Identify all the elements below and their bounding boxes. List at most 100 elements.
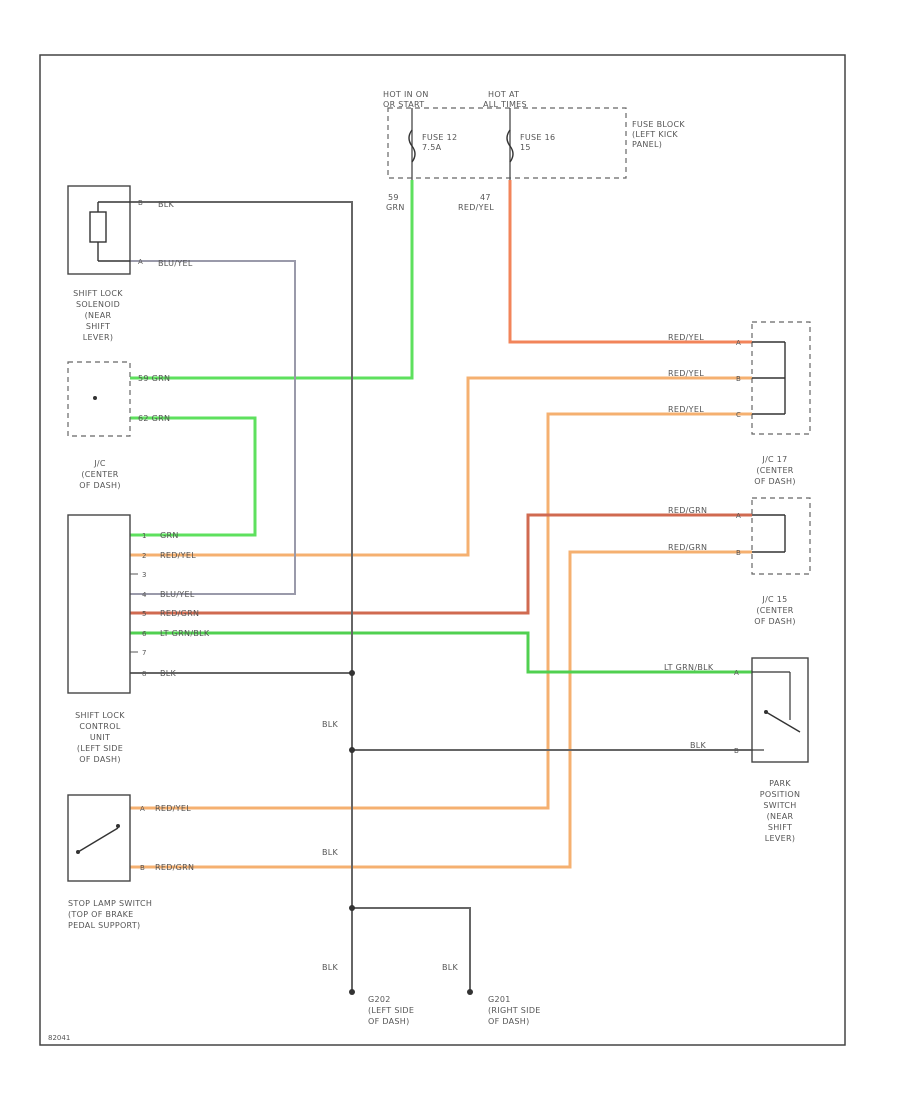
park-wire-a-label: LT GRN/BLK: [664, 663, 714, 672]
diagram-frame: [39, 54, 846, 1046]
park-switch-contact-icon: [764, 710, 768, 714]
cu-pin-6: 6: [142, 630, 147, 638]
g202-label-3: OF DASH): [368, 1017, 410, 1026]
stop-wire-b-label: RED/GRN: [155, 863, 194, 872]
jc-center-caption-3: OF DASH): [79, 481, 121, 490]
cu-wire-1-label: GRN: [160, 531, 179, 540]
fuse12-symbol: [408, 129, 416, 163]
jc17-wire-a-label: RED/YEL: [668, 333, 704, 342]
park-pin-b: B: [734, 747, 739, 755]
jc15-wire-b-label: RED/GRN: [668, 543, 707, 552]
stop-pin-a: A: [140, 805, 145, 813]
solenoid-caption-5: LEVER): [83, 333, 114, 342]
sol-pin-b: B: [138, 199, 143, 207]
jc-59-label: 59 GRN: [138, 374, 170, 383]
fuse-block-label-1: FUSE BLOCK: [632, 120, 685, 129]
control-unit-caption-4: (LEFT SIDE: [77, 744, 123, 753]
jc-center-outline: [67, 361, 131, 437]
wire-lt-grn-blk: [130, 631, 752, 674]
park-wire-b-label: BLK: [690, 741, 707, 750]
cu-pin-5: 5: [142, 610, 146, 618]
switch-contact-icon: [76, 850, 80, 854]
sol-pin-a: A: [138, 258, 143, 266]
park-caption-3: SWITCH: [763, 801, 796, 810]
jc17-pin-a: A: [736, 339, 741, 347]
jc17-caption-3: OF DASH): [754, 477, 796, 486]
blk-label-1: BLK: [322, 720, 339, 729]
jc17-wire-b-label: RED/YEL: [668, 369, 704, 378]
blk-label-4: BLK: [442, 963, 459, 972]
cu-wire-6-label: LT GRN/BLK: [160, 629, 210, 638]
jc15-pin-a: A: [736, 512, 741, 520]
ground-dot: [349, 989, 355, 995]
g202-label-1: G202: [368, 995, 391, 1004]
hot-run-label-1: HOT IN ON: [383, 90, 429, 99]
wire-59-label-1: 59: [388, 193, 399, 202]
jc15-caption-1: J/C 15: [761, 595, 787, 604]
fuse-block-label-3: PANEL): [632, 140, 662, 149]
cu-pin-4: 4: [142, 591, 147, 599]
fuse12-label-2: 7.5A: [422, 143, 442, 152]
jc17-pin-c: C: [736, 411, 741, 419]
cu-pin-7: 7: [142, 649, 146, 657]
wire-red-yel-cu2: [130, 376, 752, 557]
wire-blk-g201: [352, 907, 471, 992]
wire-blk-trunk: [130, 201, 353, 992]
fuse-block: HOT IN ON OR START HOT AT ALL TIMES FUSE…: [383, 90, 685, 212]
fuse16-symbol: [506, 129, 514, 163]
cu-wire-5-label: RED/GRN: [160, 609, 199, 618]
wire-red-grn-stop: [130, 550, 752, 869]
cu-pin-3: 3: [142, 571, 146, 579]
splice-dot: [349, 905, 355, 911]
switch-arm-icon: [77, 827, 119, 853]
jc17-pin-b: B: [736, 375, 741, 383]
wire-red-grn-cu5: [130, 513, 752, 615]
fuse16-label-2: 15: [520, 143, 531, 152]
jc15-pin-b: B: [736, 549, 741, 557]
cu-wire-2-label: RED/YEL: [160, 551, 196, 560]
hot-all-label-2: ALL TIMES: [483, 100, 527, 109]
wire-47-label-2: RED/YEL: [458, 203, 494, 212]
jc-center-node: [93, 396, 97, 400]
wires: [130, 180, 752, 992]
wire-red-yel-47: [508, 180, 752, 344]
fuse-block-outline: [387, 107, 627, 179]
stop-pin-b: B: [140, 864, 145, 872]
splices: [349, 670, 473, 995]
jc15-caption-3: OF DASH): [754, 617, 796, 626]
park-caption-1: PARK: [769, 779, 791, 788]
wire-red-yel-stop: [130, 412, 752, 810]
cu-wire-4-label: BLU/YEL: [160, 590, 195, 599]
solenoid-caption-4: SHIFT: [86, 322, 110, 331]
solenoid-box: [67, 185, 131, 275]
control-unit-caption-3: UNIT: [90, 733, 110, 742]
blk-label-3: BLK: [322, 963, 339, 972]
control-unit-caption-2: CONTROL: [79, 722, 120, 731]
jc17-wire-c-label: RED/YEL: [668, 405, 704, 414]
ground-dot: [467, 989, 473, 995]
solenoid-caption-2: SOLENOID: [76, 300, 120, 309]
g201-label-3: OF DASH): [488, 1017, 530, 1026]
solenoid-caption-1: SHIFT LOCK: [73, 289, 123, 298]
switch-contact-icon: [116, 824, 120, 828]
control-unit-box: [67, 514, 131, 694]
wire-59-label-2: GRN: [386, 203, 405, 212]
park-pin-a: A: [734, 669, 739, 677]
jc-center-caption-2: (CENTER: [81, 470, 118, 479]
stop-caption-1: STOP LAMP SWITCH: [68, 899, 152, 908]
jc15-outline: [751, 497, 811, 575]
jc15-wire-a-label: RED/GRN: [668, 506, 707, 515]
cu-pin-1: 1: [142, 532, 146, 540]
jc-center-caption-1: J/C: [93, 459, 106, 468]
jc15-caption-2: (CENTER: [756, 606, 793, 615]
park-position-switch: A B LT GRN/BLK BLK PARK POSITION SWITCH …: [664, 657, 809, 843]
jc15: A B RED/GRN RED/GRN J/C 15 (CENTER OF DA…: [668, 497, 811, 626]
park-switch-box: [751, 657, 809, 763]
shift-lock-solenoid: B A BLK BLU/YEL SHIFT LOCK SOLENOID (NEA…: [67, 185, 193, 342]
jc17-caption-2: (CENTER: [756, 466, 793, 475]
footer-code: 82041: [48, 1034, 70, 1042]
jc-62-label: 62 GRN: [138, 414, 170, 423]
g201-label-1: G201: [488, 995, 511, 1004]
wire-grn-62: [130, 416, 257, 537]
